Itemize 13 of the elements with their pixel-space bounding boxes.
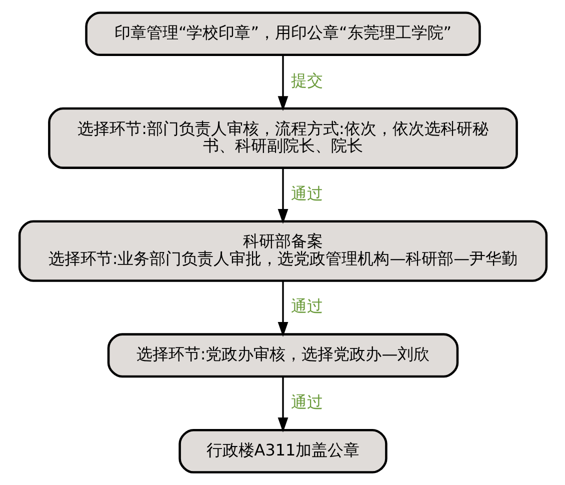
edge-label: 通过: [290, 184, 323, 203]
node-box: 选择环节:党政办审核，选择党政办—刘欣: [106, 333, 458, 378]
arrow: [277, 281, 288, 337]
edge-label: 提交: [290, 70, 323, 90]
arrow: [277, 168, 288, 224]
node-box: 科研部备案 选择环节:业务部门负责人审批，选党政管理机构—科研部—尹华勤: [18, 220, 548, 282]
arrow: [277, 376, 288, 432]
node-box: 选择环节:部门负责人审核，流程方式:依次，依次选科研秘书、科研副院长、院长: [48, 107, 518, 169]
node-box: 行政楼A311加盖公章: [178, 428, 387, 474]
arrow: [277, 55, 288, 111]
edge-label: 通过: [290, 296, 323, 316]
edge-label: 通过: [290, 392, 323, 412]
node-box: 印章管理“学校印章”，用印公章“东莞理工学院”: [84, 12, 480, 56]
